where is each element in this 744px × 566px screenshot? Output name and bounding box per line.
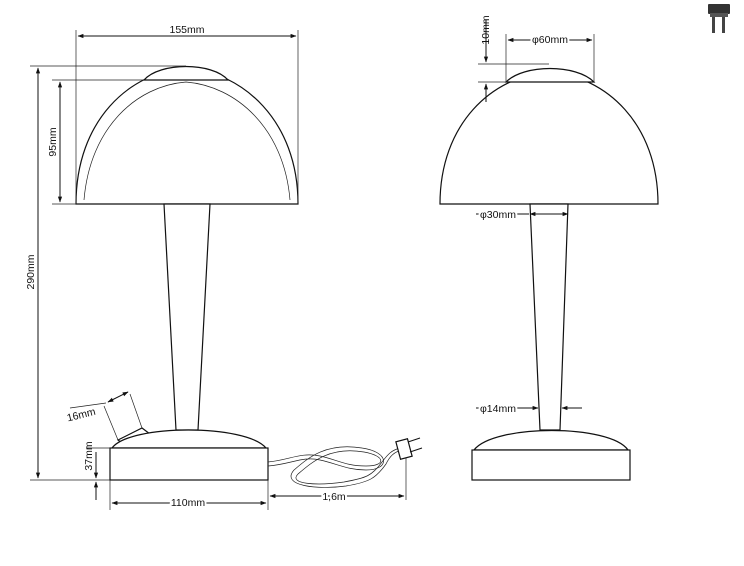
lamp-shade-inner-contour: [83, 81, 291, 201]
cable-plug: [395, 437, 423, 460]
label-cable-length: 1,6m: [322, 491, 346, 503]
lamp-base-dome-front: [472, 429, 630, 451]
lamp-base-dome-side: [110, 429, 268, 449]
label-shade-height: 95mm: [47, 127, 59, 156]
dim-total-height: 290mm: [25, 65, 186, 481]
dim-base-height: 37mm: [83, 441, 110, 500]
lamp-shade-side: [75, 67, 299, 205]
dim-cap-height: 10mm: [478, 15, 549, 102]
dim-shade-width: 155mm: [75, 24, 299, 204]
label-base-height: 37mm: [83, 441, 95, 470]
plug-icon: [708, 4, 730, 33]
dim-switch-height: 16mm: [66, 391, 143, 441]
lamp-base-side: [109, 447, 269, 481]
dim-cable-length: 1,6m: [269, 458, 407, 505]
power-cable: [267, 447, 401, 485]
lamp-cap-side: [142, 66, 230, 81]
dim-shade-height: 95mm: [47, 79, 144, 205]
label-switch-height: 16mm: [66, 406, 97, 425]
label-total-height: 290mm: [25, 254, 37, 289]
dim-cap-diameter: φ60mm: [505, 32, 595, 82]
label-stem-top-diameter: φ30mm: [480, 209, 516, 221]
label-cap-diameter: φ60mm: [532, 34, 568, 46]
lamp-cap-front: [504, 68, 596, 83]
dim-base-width: 110mm: [109, 480, 269, 511]
dim-stem-bottom-diameter: φ14mm: [476, 401, 582, 417]
lamp-shade-front: [439, 71, 659, 205]
lamp-stem-front: [529, 203, 569, 431]
dim-stem-top-diameter: φ30mm: [476, 207, 569, 223]
side-view: 155mm 95mm 290mm 16mm: [25, 24, 423, 511]
label-cap-height: 10mm: [480, 15, 492, 44]
label-shade-width: 155mm: [169, 24, 204, 36]
lamp-stem-side: [163, 203, 211, 431]
label-stem-bottom-diameter: φ14mm: [480, 403, 516, 415]
front-view: 10mm φ60mm φ30mm φ14mm: [439, 15, 659, 481]
label-base-width: 110mm: [171, 497, 205, 509]
lamp-base-front: [471, 449, 631, 481]
